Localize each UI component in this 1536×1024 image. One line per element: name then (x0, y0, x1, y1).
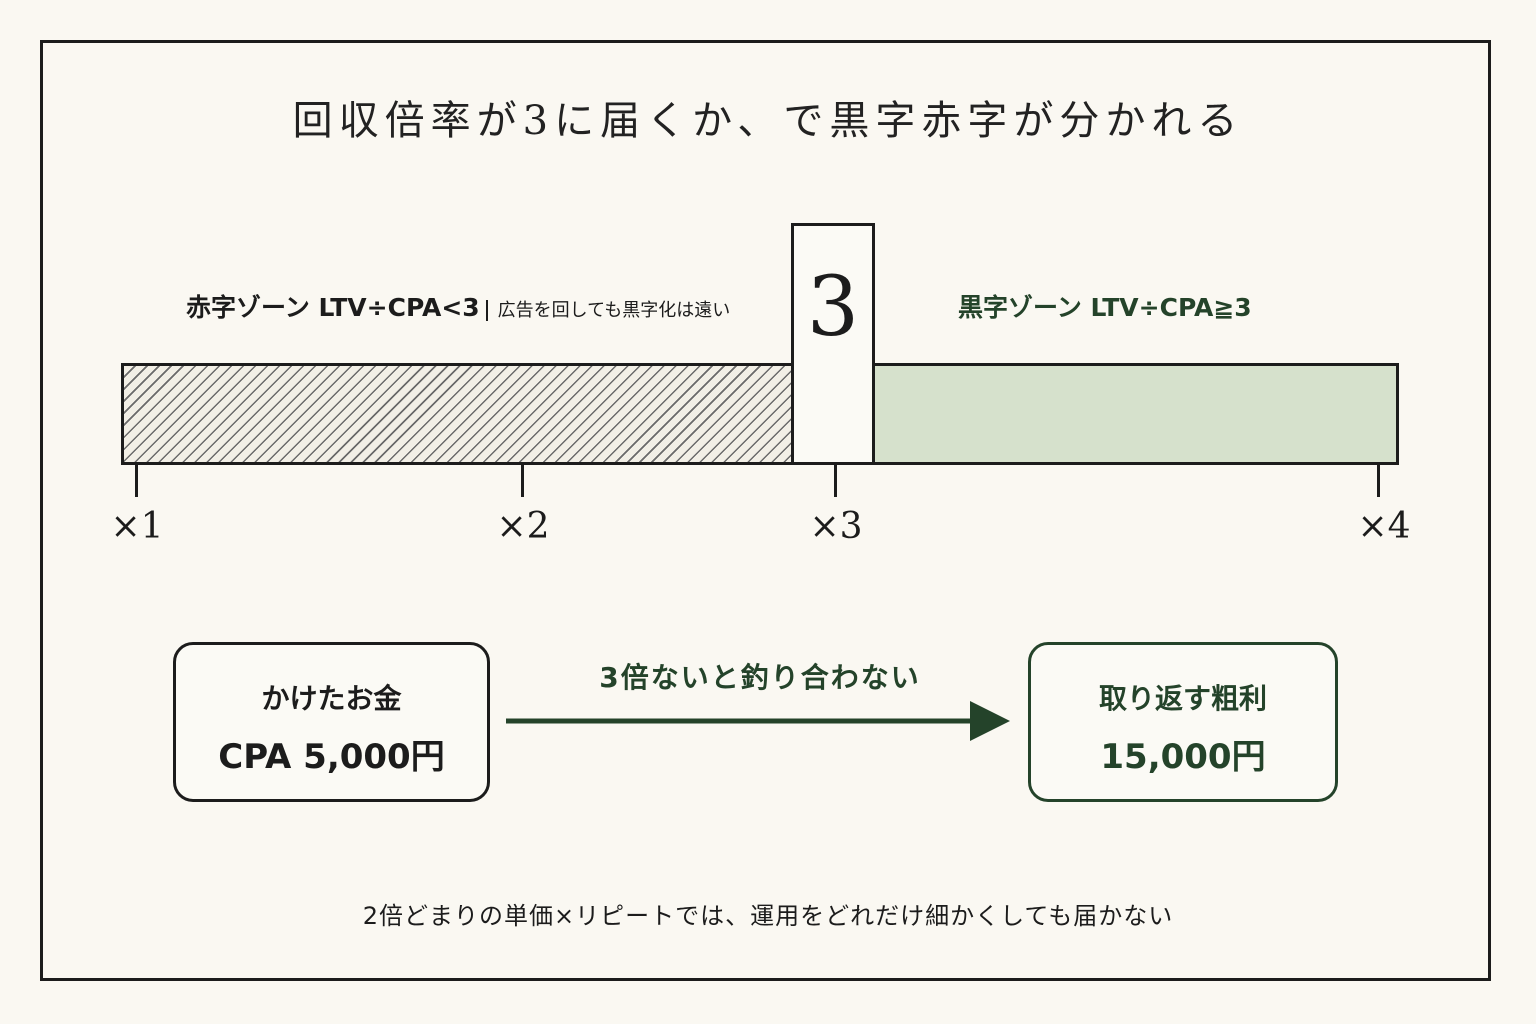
right-arrow-icon (506, 701, 1010, 741)
tick-2 (521, 465, 524, 497)
tick-1 (135, 465, 138, 497)
footer-note: 2倍どまりの単価×リピートでは、運用をどれだけ細かくしても届かない (362, 902, 1174, 930)
tick-label-1: ×1 (110, 506, 164, 547)
arrow-label: 3倍ないと釣り合わない (599, 661, 921, 694)
cost-box-label: かけたお金 (261, 682, 402, 715)
black-zone-label: 黒字ゾーン LTV÷CPA≧3 (958, 293, 1252, 322)
red-zone-label-text: 赤字ゾーン LTV÷CPA<3 (186, 293, 480, 322)
return-box-label: 取り返す粗利 (1098, 682, 1267, 715)
threshold-value: 3 (806, 260, 860, 355)
tick-label-3: ×3 (809, 506, 863, 547)
tick-label-2: ×2 (496, 506, 550, 547)
return-box-value: 15,000円 (1100, 737, 1266, 777)
diagram-frame (40, 40, 1491, 981)
cost-box: かけたお金 CPA 5,000円 (173, 642, 490, 802)
tick-label-4: ×4 (1357, 506, 1411, 547)
threshold-marker: 3 (791, 223, 875, 465)
return-box: 取り返す粗利 15,000円 (1028, 642, 1338, 802)
black-zone-bar (871, 363, 1399, 465)
red-zone-bar (121, 363, 794, 465)
cost-box-value: CPA 5,000円 (218, 737, 445, 777)
tick-3 (834, 465, 837, 497)
red-zone-note: 広告を回しても黒字化は遠い (485, 300, 731, 321)
tick-4 (1377, 465, 1380, 497)
diagram-title: 回収倍率が3に届くか、で黒字赤字が分かれる (292, 98, 1244, 144)
